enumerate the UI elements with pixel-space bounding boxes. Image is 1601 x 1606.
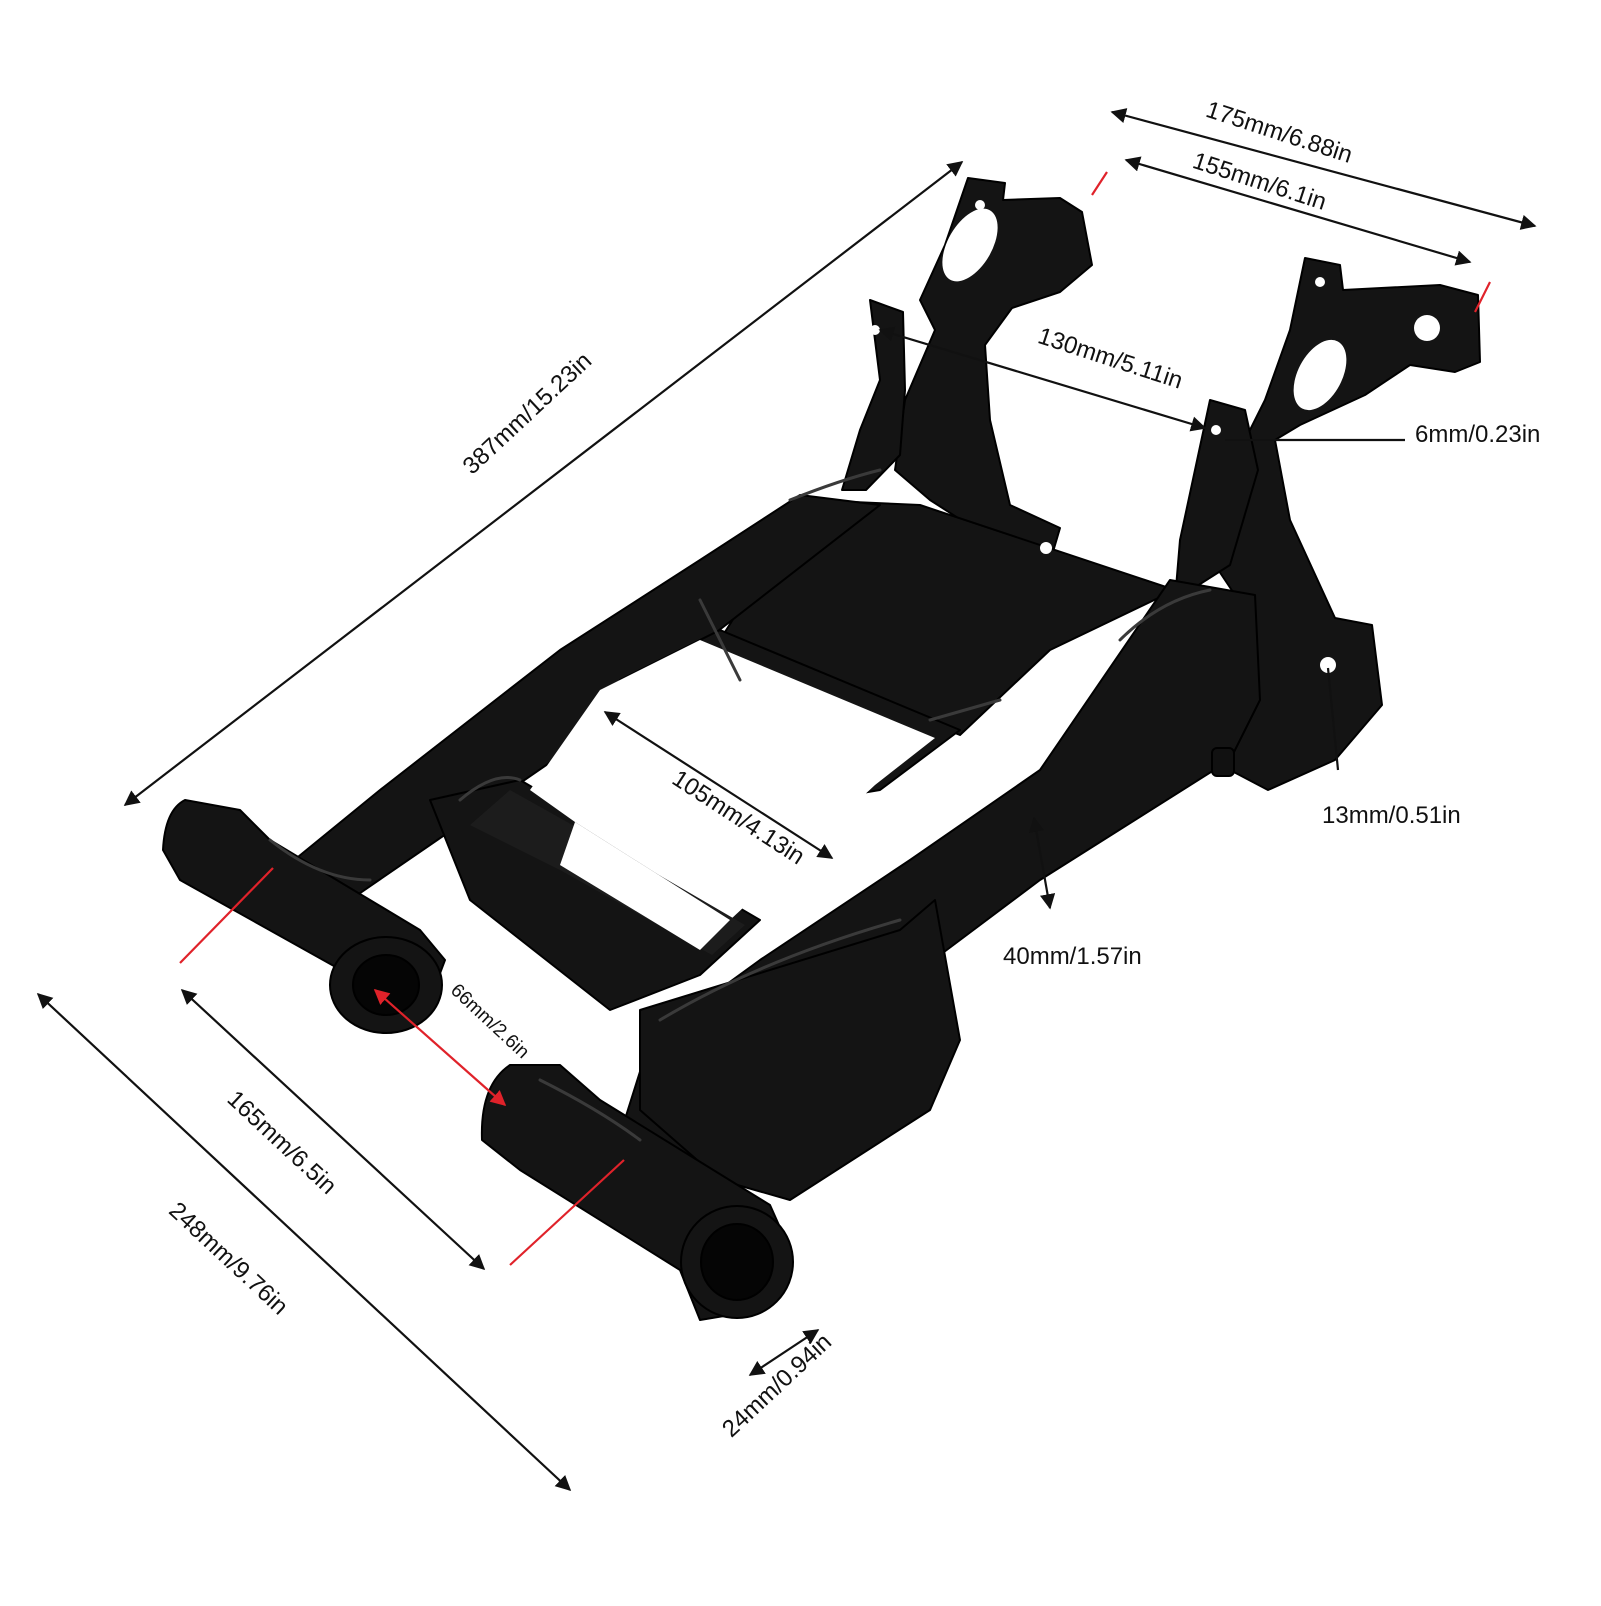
tube-height-label: 40mm/1.57in <box>1003 943 1142 970</box>
tube-height-arrow <box>1028 816 1056 910</box>
accent-lines <box>179 171 1491 1266</box>
dimension-lines <box>36 108 1537 1492</box>
bracket-spacing-arrow <box>878 326 1207 432</box>
bushing-span-arrow <box>180 988 486 1271</box>
overall-length-arrow <box>123 161 964 806</box>
right-bracket-edge-mark <box>1474 281 1491 313</box>
right-bushing-centerline <box>509 1159 625 1266</box>
hole-diameter-leader <box>1326 667 1340 771</box>
left-bushing-centerline <box>179 867 274 964</box>
hole-diameter-label: 13mm/0.51in <box>1322 802 1461 829</box>
inner-width-top-arrow <box>1124 156 1472 266</box>
left-bracket-edge-mark <box>1091 171 1108 196</box>
opening-length-arrow <box>603 711 834 859</box>
overall-width-arrow <box>36 992 572 1492</box>
bushing-gap-arrow <box>373 988 507 1107</box>
bushing-length-arrow <box>748 1329 820 1376</box>
plate-thickness-label: 6mm/0.23in <box>1415 421 1541 448</box>
